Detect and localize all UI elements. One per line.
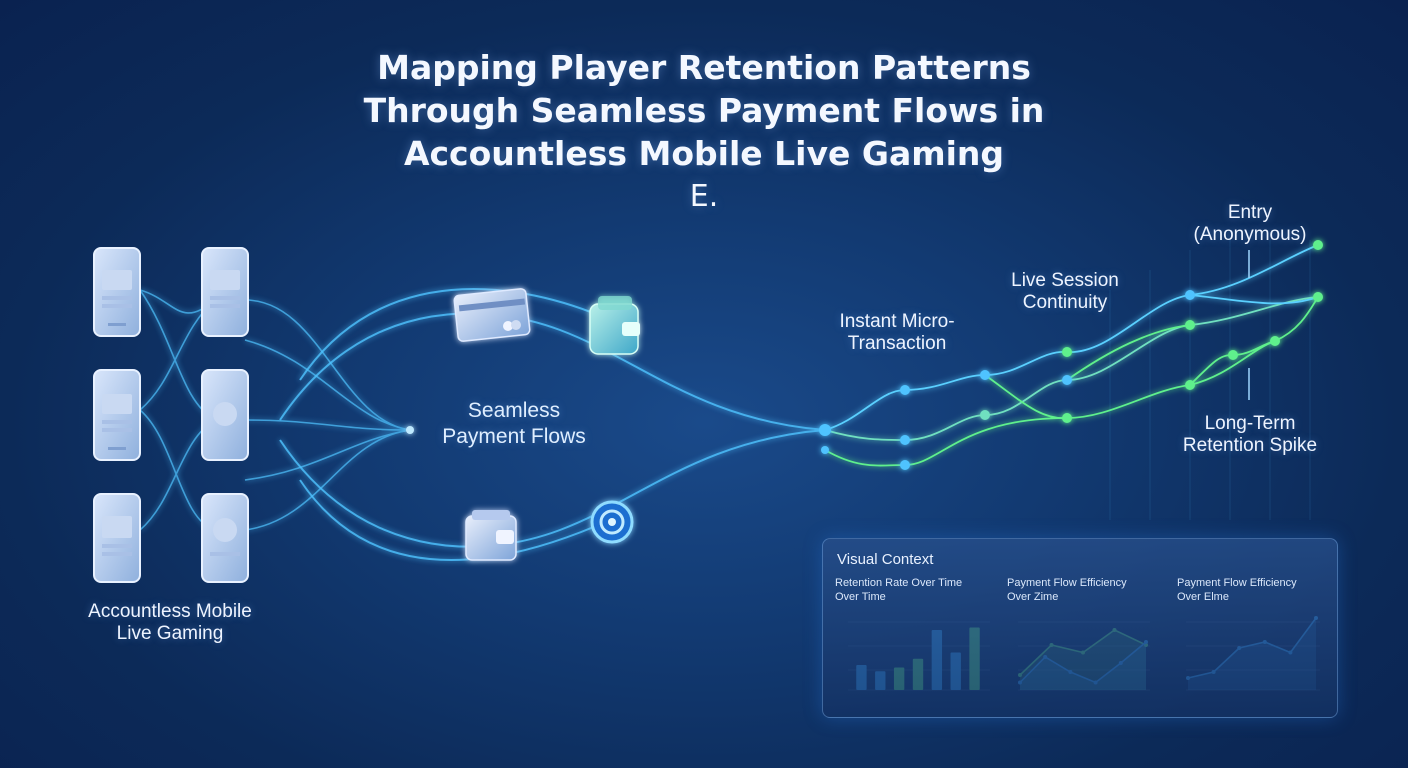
panel-title: Visual Context	[837, 551, 934, 568]
node	[406, 426, 414, 434]
page-title: Mapping Player Retention Patterns Throug…	[304, 46, 1104, 218]
coin-icon	[590, 500, 634, 544]
node	[1062, 413, 1072, 423]
node	[1185, 380, 1195, 390]
phone-icon	[93, 247, 141, 337]
phone-icon	[93, 493, 141, 583]
chart2-title: Payment Flow Efficiency Over Zime	[1007, 577, 1127, 603]
center-label: Seamless Payment Flows	[442, 399, 586, 448]
node	[1185, 290, 1195, 300]
title-line-1: Mapping Player Retention Patterns	[377, 48, 1031, 87]
node	[1185, 320, 1195, 330]
chart3-title: Payment Flow Efficiency Over Elme	[1177, 577, 1297, 603]
node	[1228, 350, 1238, 360]
title-line-2: Through Seamless Payment Flows in	[363, 91, 1045, 130]
node	[900, 385, 910, 395]
network-nodes	[406, 240, 1323, 470]
node	[819, 424, 831, 436]
credit-card-icon	[453, 288, 531, 342]
background-grid	[1109, 240, 1311, 520]
node	[980, 370, 990, 380]
node	[900, 435, 910, 445]
phone-connections	[139, 289, 411, 531]
left-label: Accountless Mobile Live Gaming	[88, 601, 252, 644]
node	[1270, 336, 1280, 346]
stage-label-spike: Long-Term Retention Spike	[1182, 413, 1318, 456]
wallet-icon	[465, 510, 517, 561]
node	[1062, 347, 1072, 357]
stage-label-session: Live Session Continuity	[1011, 270, 1119, 313]
node	[1313, 292, 1323, 302]
payment-loops	[279, 288, 826, 561]
phone-icon	[93, 369, 141, 461]
node	[900, 460, 910, 470]
stage-label-entry: Entry (Anonymous)	[1193, 202, 1307, 245]
stage-label-micro: Instant Micro- Transaction	[839, 311, 955, 354]
chart1-title: Retention Rate Over Time Over Time	[835, 577, 963, 603]
node	[1313, 240, 1323, 250]
phone-group	[93, 247, 249, 583]
title-line-3: Accountless Mobile Live Gaming	[403, 134, 1005, 173]
phone-icon	[201, 493, 249, 583]
node	[1062, 375, 1072, 385]
node	[821, 446, 829, 454]
node	[980, 410, 990, 420]
title-line-4: E.	[689, 179, 719, 214]
visual-context-panel: Visual Context Retention Rate Over Time …	[822, 538, 1338, 718]
wallet-icon	[589, 296, 640, 355]
phone-icon	[201, 247, 249, 337]
phone-icon	[201, 369, 249, 461]
